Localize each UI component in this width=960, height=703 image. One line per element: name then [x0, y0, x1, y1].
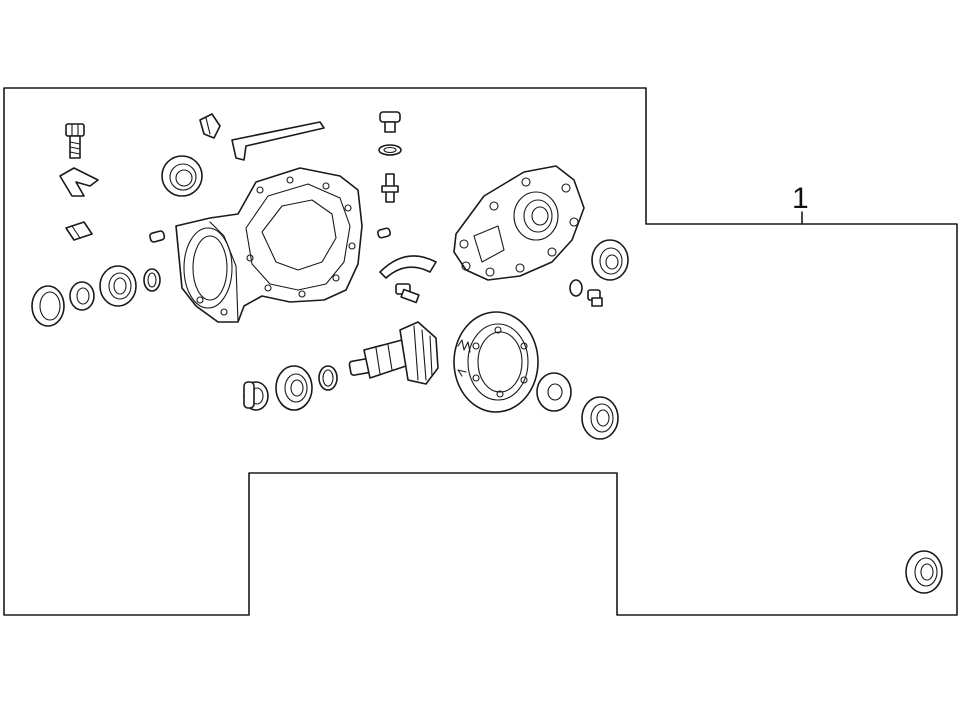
drain-plug-icon [379, 111, 401, 133]
thrust-washer-icon [536, 372, 572, 412]
differential-carrier-housing-icon [175, 167, 363, 323]
differential-cover-icon [453, 165, 585, 281]
stud-bolt-icon [381, 173, 399, 203]
clip-nut-icon [65, 221, 93, 241]
callout-1[interactable]: 1 [792, 182, 809, 225]
pinion-bearing-icon [275, 365, 313, 411]
oil-seal-top-icon [161, 155, 203, 197]
oil-seal-right-icon [591, 239, 629, 281]
roller-bearing-left-icon [99, 265, 137, 307]
bolt-icon [65, 123, 85, 159]
dust-shield-icon [379, 255, 437, 279]
companion-flange-icon [243, 381, 269, 411]
dowel-pin-icon [149, 230, 166, 243]
shim-washer-left-icon [143, 268, 161, 292]
pin-small-icon [377, 227, 391, 239]
mounting-bracket-icon [231, 121, 325, 161]
assembly-boundary-outline [3, 87, 958, 616]
oil-seal-separate-icon [905, 550, 943, 594]
clip-bracket-icon [59, 167, 99, 197]
bearing-race-left-icon [69, 281, 95, 311]
plug-right-icon [587, 289, 603, 307]
callout-label: 1 [792, 182, 809, 215]
pinion-spacer-icon [318, 365, 338, 391]
oil-seal-left-icon [31, 285, 65, 327]
o-ring-right-icon [569, 279, 583, 297]
ring-gear-icon [453, 311, 539, 413]
drive-pinion-gear-icon [348, 321, 439, 385]
o-ring-top-icon [378, 144, 402, 156]
bolt-small-icon [395, 283, 420, 304]
breather-plug-icon [199, 113, 221, 139]
side-bearing-right-icon [581, 396, 619, 440]
